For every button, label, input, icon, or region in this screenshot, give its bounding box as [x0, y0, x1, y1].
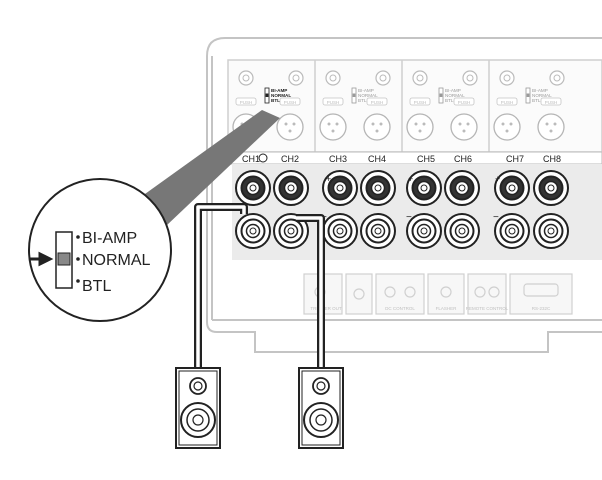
xlr-connector — [276, 113, 304, 141]
arrow-indicator-icon — [30, 251, 54, 267]
terminal-positive-ch1 — [235, 170, 271, 206]
channel-label-3: CH3 — [329, 154, 347, 164]
channel-label-strip: CH1 CH2 CH3 CH4 CH5 CH6 CH7 CH8 — [211, 151, 602, 165]
tweeter-icon — [189, 377, 207, 395]
polarity-plus-label-2: + — [408, 174, 413, 184]
module-switch-label: NORMAL — [532, 93, 552, 98]
lower-panel-label: FLASHER — [436, 306, 458, 311]
tweeter-icon — [312, 377, 330, 395]
module-switch-label: BTL — [445, 98, 454, 103]
terminal-positive-ch7 — [494, 170, 530, 206]
module-switch-label: BI-AMP — [358, 88, 374, 93]
speaker-terminal-panel: + + + − − − — [232, 164, 602, 260]
push-label: PUSH — [284, 100, 297, 105]
lower-panel-label: REMOTE CONTROL — [466, 306, 509, 311]
channel-label-2: CH2 — [281, 154, 299, 164]
speakers — [175, 367, 344, 449]
xlr-connector — [363, 113, 391, 141]
module-switch-label: BTL — [532, 98, 541, 103]
push-label: PUSH — [371, 100, 384, 105]
push-label: PUSH — [414, 100, 427, 105]
module-switch-label: BTL — [358, 98, 367, 103]
module-switch-label: BI-AMP — [532, 88, 548, 93]
terminal-positive-ch6 — [444, 170, 480, 206]
push-label: PUSH — [327, 100, 340, 105]
module-switch-label: NORMAL — [358, 93, 378, 98]
channel-label-6: CH6 — [454, 154, 472, 164]
terminal-negative-ch5 — [406, 213, 442, 249]
terminal-positive-ch3 — [322, 170, 358, 206]
module-switch-label: NORMAL — [445, 93, 465, 98]
woofer-icon — [180, 402, 216, 438]
module-switch-label: BI-AMP — [445, 88, 461, 93]
selector-knob — [57, 252, 71, 266]
polarity-plus-label-3: + — [495, 174, 500, 184]
terminal-positive-ch4 — [360, 170, 396, 206]
terminal-negative-ch6 — [444, 213, 480, 249]
amplifier-chassis — [206, 37, 602, 353]
switch-option-btl: BTL — [82, 278, 111, 295]
speaker-cables — [194, 203, 325, 368]
woofer-icon — [303, 402, 339, 438]
push-label: PUSH — [501, 100, 514, 105]
terminal-negative-ch7 — [494, 213, 530, 249]
control-connector-panel: TRIGGER OUT DC CONTROL FLASHER REMOTE CONTR… — [303, 273, 573, 315]
terminal-negative-ch2 — [273, 213, 309, 249]
channel-label-4: CH4 — [368, 154, 386, 164]
switch-option-normal: NORMAL — [82, 252, 151, 269]
terminal-negative-ch4 — [360, 213, 396, 249]
channel-label-5: CH5 — [417, 154, 435, 164]
speaker-1 — [175, 367, 221, 449]
ground-icon — [258, 153, 268, 163]
switch-callout: BI-AMP NORMAL BTL — [28, 178, 172, 322]
channel-label-8: CH8 — [543, 154, 561, 164]
module-switch-label: NORMAL — [271, 93, 291, 98]
lower-panel-label: RS-232C — [532, 306, 551, 311]
terminal-negative-ch3 — [322, 213, 358, 249]
terminal-positive-ch8 — [533, 170, 569, 206]
xlr-connector — [537, 113, 565, 141]
lower-panel-label: DC CONTROL — [385, 306, 415, 311]
push-label: PUSH — [545, 100, 558, 105]
lower-panel-label: TRIGGER OUT — [310, 306, 342, 311]
channel-label-7: CH7 — [506, 154, 524, 164]
xlr-connector — [406, 113, 434, 141]
push-label: PUSH — [240, 100, 253, 105]
terminal-negative-ch1 — [235, 213, 271, 249]
switch-option-biamp: BI-AMP — [82, 230, 137, 247]
push-label: PUSH — [458, 100, 471, 105]
xlr-connector — [493, 113, 521, 141]
polarity-minus-label-2: − — [406, 212, 412, 223]
module-switch-label: BTL — [271, 98, 280, 103]
polarity-plus-label: + — [326, 174, 331, 184]
polarity-minus-label-3: − — [493, 212, 499, 223]
xlr-connector — [450, 113, 478, 141]
channel-label-1: CH1 — [242, 154, 260, 164]
speaker-2 — [298, 367, 344, 449]
xlr-connector — [319, 113, 347, 141]
module-switch-label: BI-AMP — [271, 88, 287, 93]
terminal-negative-ch8 — [533, 213, 569, 249]
terminal-positive-ch5 — [406, 170, 442, 206]
terminal-positive-ch2 — [273, 170, 309, 206]
